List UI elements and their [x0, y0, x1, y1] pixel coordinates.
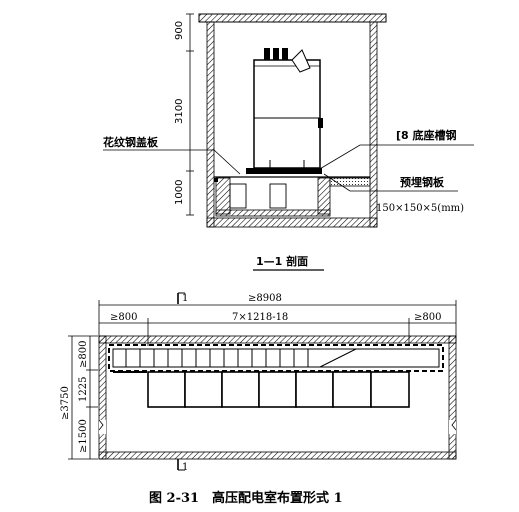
right-wall [369, 21, 378, 228]
dim-900: 900 [174, 21, 185, 40]
room-walls [98, 335, 457, 460]
cable-bundle-left [229, 183, 247, 209]
cable-trench [214, 177, 371, 217]
height-dimensions [186, 13, 194, 216]
label-channel-steel: [8 底座槽钢 [396, 128, 457, 142]
dim-3100: 3100 [174, 99, 185, 124]
label-embedded-plate: 预埋钢板 [400, 175, 445, 189]
dim-total-length: ≥8908 [248, 293, 282, 304]
cabinet-5 [295, 371, 334, 408]
cabinet-3 [221, 371, 260, 408]
section-mark-top: 1 [182, 293, 188, 304]
cabinet-1 [147, 371, 186, 408]
cabinet-7 [370, 371, 410, 408]
switchgear-cabinet [253, 48, 323, 169]
roof-slab [198, 13, 387, 23]
dim-left-clearance: ≥800 [110, 312, 137, 323]
cabinet-row [147, 371, 410, 408]
left-wall [206, 21, 215, 228]
floor-slab [206, 217, 378, 228]
plan-view: 1 1 ≥8908 ≥800 7×1218-18 ≥800 ≥3750 ≥800… [60, 292, 457, 473]
section-view: 900 3100 1000 花纹钢盖板 [8 底座槽钢 预埋钢板 150×150… [103, 13, 474, 271]
dim-right-clearance: ≥800 [414, 312, 441, 323]
label-embedded-plate-size: 150×150×5(mm) [376, 203, 464, 214]
section-mark-bottom: 1 [182, 462, 188, 473]
dim-cabinet-span: 7×1218-18 [232, 312, 288, 323]
dim-rear: ≥1500 [78, 419, 89, 453]
dim-total-width: ≥3750 [60, 386, 71, 420]
cabinet-2 [184, 371, 223, 408]
cable-trench-plan [108, 344, 444, 372]
cabinet-4 [258, 371, 297, 408]
dim-cabinet: 1225 [78, 377, 89, 402]
dim-1000: 1000 [174, 180, 185, 205]
label-checker-plate: 花纹钢盖板 [103, 135, 159, 149]
cabinet-6 [332, 371, 372, 408]
cable-bundle-right [269, 183, 287, 209]
dim-front: ≥800 [78, 341, 89, 368]
figure-caption: 图 2-31 高压配电室布置形式 1 [149, 490, 343, 506]
channel-steel-base [246, 168, 322, 174]
section-title: 1—1 剖面 [256, 254, 308, 268]
